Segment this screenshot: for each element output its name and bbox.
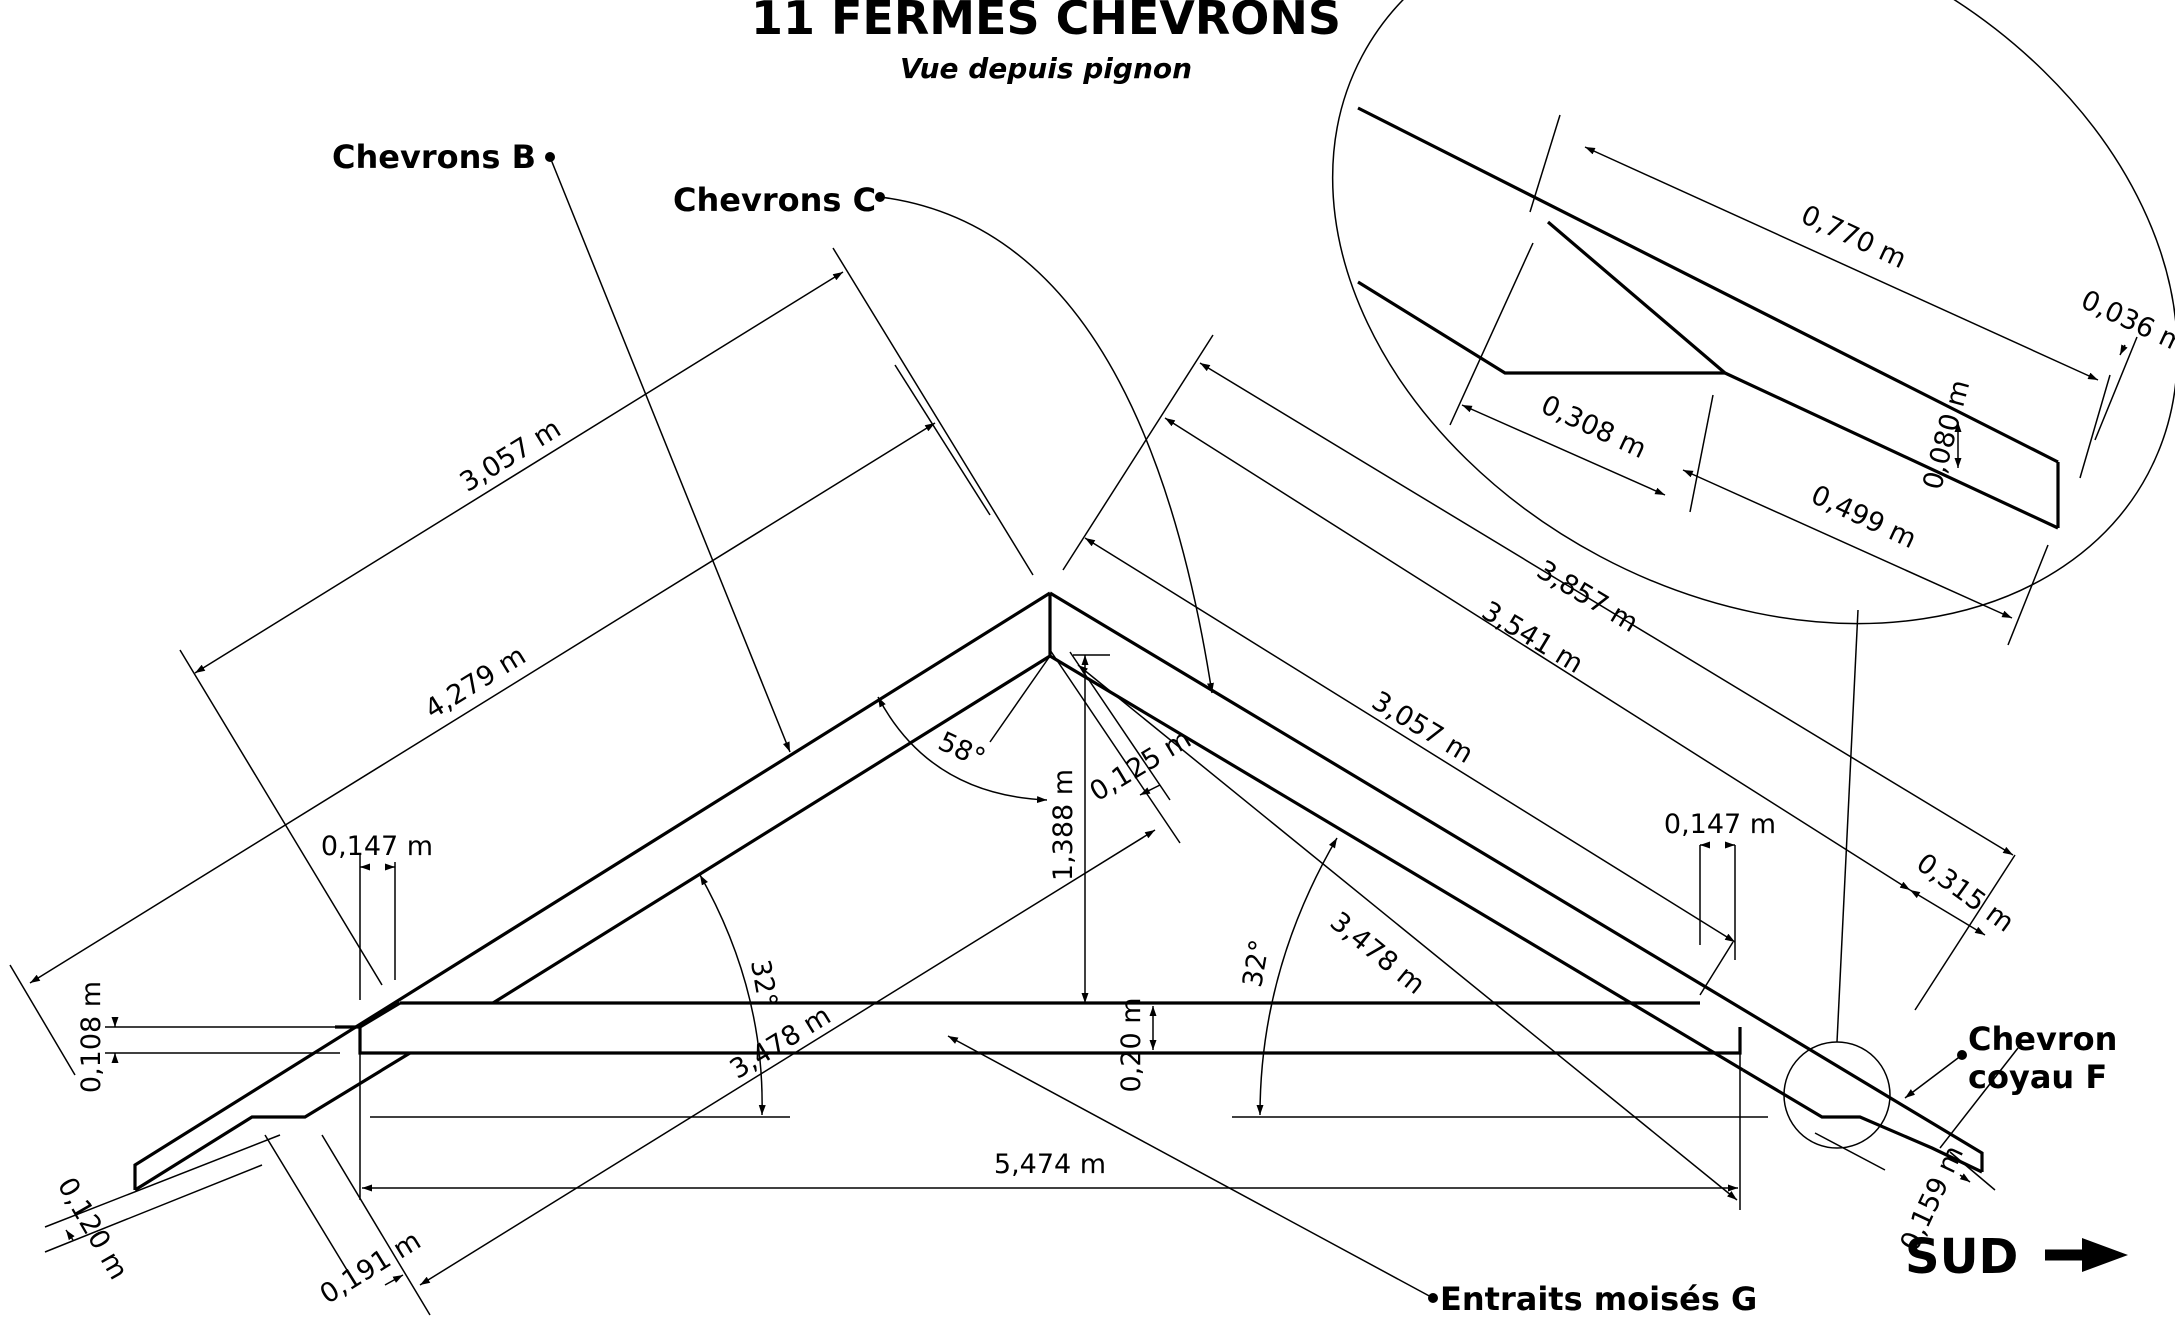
label-chevron-coyau-line2: coyau F [1968, 1058, 2107, 1096]
dim-right-offset: 0,147 m [1664, 809, 1776, 840]
drawing-title: 11 FERMES CHEVRONS [751, 0, 1341, 45]
detail-zoom [1331, 0, 2175, 1149]
dim-detail-length: 0,770 m [1796, 200, 1911, 276]
dim-ridge-height: 1,388 m [1048, 769, 1079, 881]
dim-right-diagonal: 3,478 m [1324, 906, 1431, 1001]
truss-structure [133, 591, 1984, 1192]
dim-span: 5,474 m [994, 1149, 1106, 1180]
dim-right-rafter-length: 3,057 m [1366, 686, 1478, 770]
callouts [545, 152, 1967, 1303]
dim-left-tie-thickness: 0,108 m [76, 981, 107, 1093]
dim-left-rafter-length: 3,057 m [455, 413, 567, 498]
dim-detail-seat-width: 0,308 m [1536, 390, 1651, 466]
right-arrow-icon [2045, 1238, 2128, 1272]
detail-source-circle [1783, 1041, 1891, 1149]
left-rafter-top [133, 591, 1051, 1190]
dim-detail-offset: 0,036 m [2076, 285, 2175, 361]
dim-tie-beam-height: 0,20 m [1116, 997, 1147, 1092]
right-rafter-top [1049, 591, 1984, 1172]
dimension-lines [9, 247, 2019, 1316]
dim-detail-tail: 0,499 m [1806, 480, 1921, 556]
label-chevrons-b: Chevrons B [332, 138, 536, 176]
detail-ellipse [1331, 0, 2175, 625]
dim-left-diagonal: 3,478 m [725, 1000, 837, 1085]
dim-right-total-length: 3,857 m [1531, 555, 1643, 639]
dim-right-rafter-length-outer: 3,541 m [1476, 596, 1588, 680]
label-entraits: Entraits moisés G [1440, 1280, 1757, 1318]
dim-right-seat: 0,315 m [1911, 848, 2020, 939]
dim-left-offset: 0,147 m [321, 831, 433, 862]
dim-right-slope-angle: 32° [1237, 937, 1276, 990]
dim-left-seat: 0,191 m [315, 1225, 427, 1310]
dim-ridge-angle: 58° [933, 726, 989, 774]
orientation-label: SUD [1905, 1229, 2018, 1285]
dim-left-tail-thickness: 0,120 m [51, 1172, 134, 1285]
right-rafter-bottom [1742, 1068, 1983, 1174]
label-chevrons-c: Chevrons C [673, 181, 876, 219]
drawing-subtitle: Vue depuis pignon [900, 52, 1192, 85]
label-chevron-coyau-line1: Chevron [1968, 1020, 2117, 1058]
left-rafter-bottom [134, 1051, 411, 1192]
tie-beam-left-end [359, 1001, 401, 1029]
